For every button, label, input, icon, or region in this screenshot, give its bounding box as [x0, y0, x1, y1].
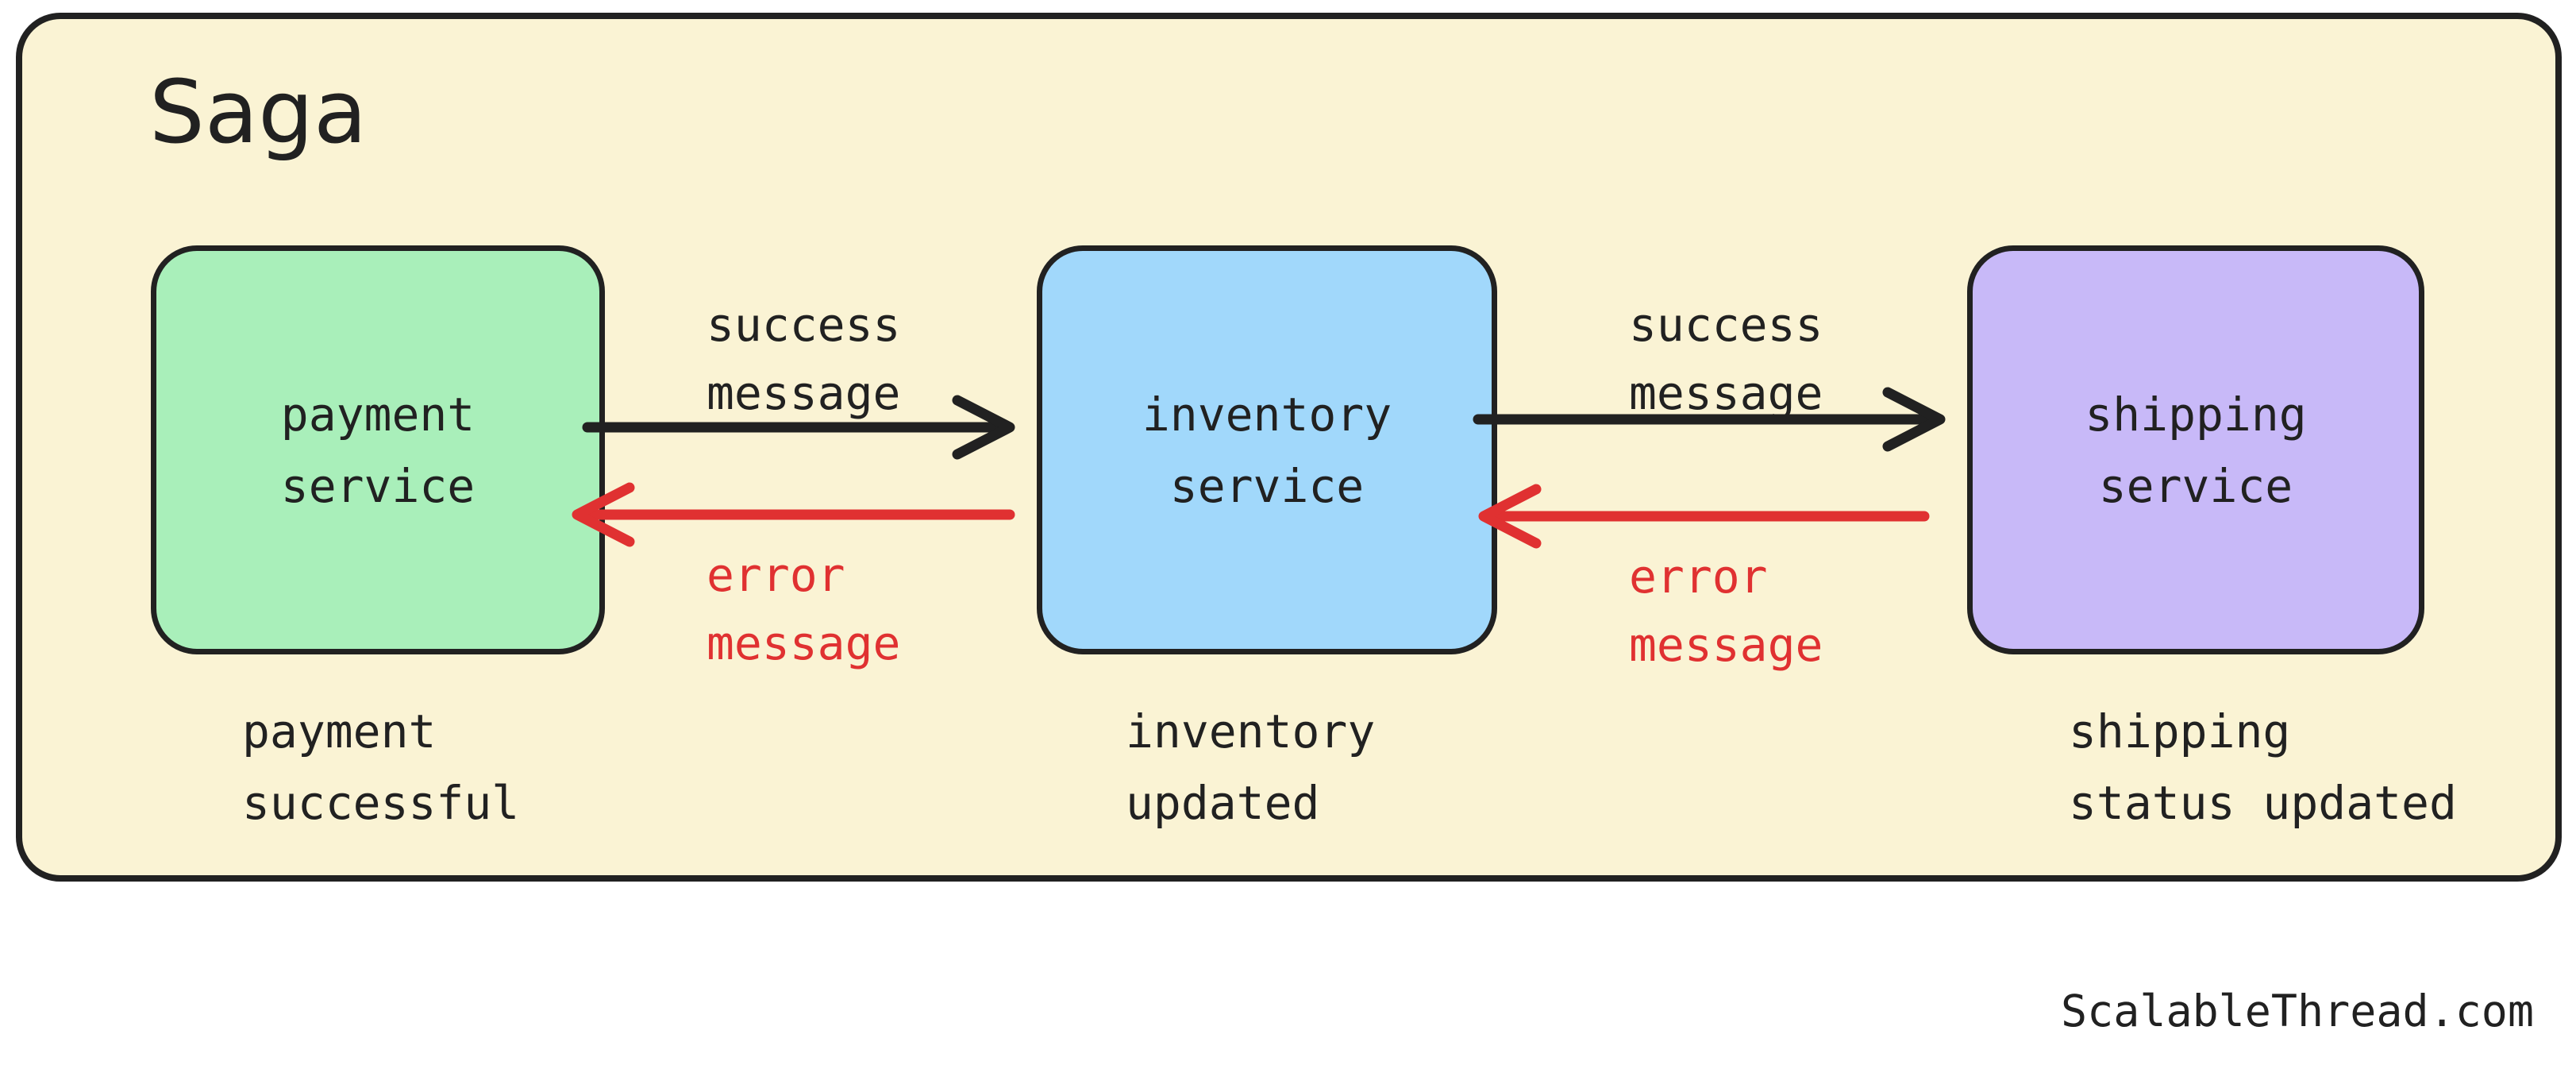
watermark: ScalableThread.com — [2061, 986, 2535, 1036]
service-box-payment: payment service — [151, 245, 605, 654]
error-message-label-1: error message — [707, 548, 901, 670]
caption-inventory-updated: inventory updated — [1126, 704, 1376, 830]
success-message-label-2: success message — [1629, 298, 1823, 420]
caption-payment-successful: payment successful — [242, 704, 520, 830]
diagram-title: Saga — [149, 61, 368, 163]
saga-container: Saga payment service inventory service s… — [16, 13, 2562, 882]
service-box-inventory: inventory service — [1037, 245, 1497, 654]
service-label-inventory: inventory service — [1142, 387, 1392, 513]
error-message-label-2: error message — [1629, 550, 1823, 672]
service-label-payment: payment service — [280, 387, 476, 513]
service-box-shipping: shipping service — [1967, 245, 2424, 654]
success-message-label-1: success message — [707, 298, 901, 420]
service-label-shipping: shipping service — [2085, 387, 2307, 513]
caption-shipping-status-updated: shipping status updated — [2069, 704, 2457, 830]
